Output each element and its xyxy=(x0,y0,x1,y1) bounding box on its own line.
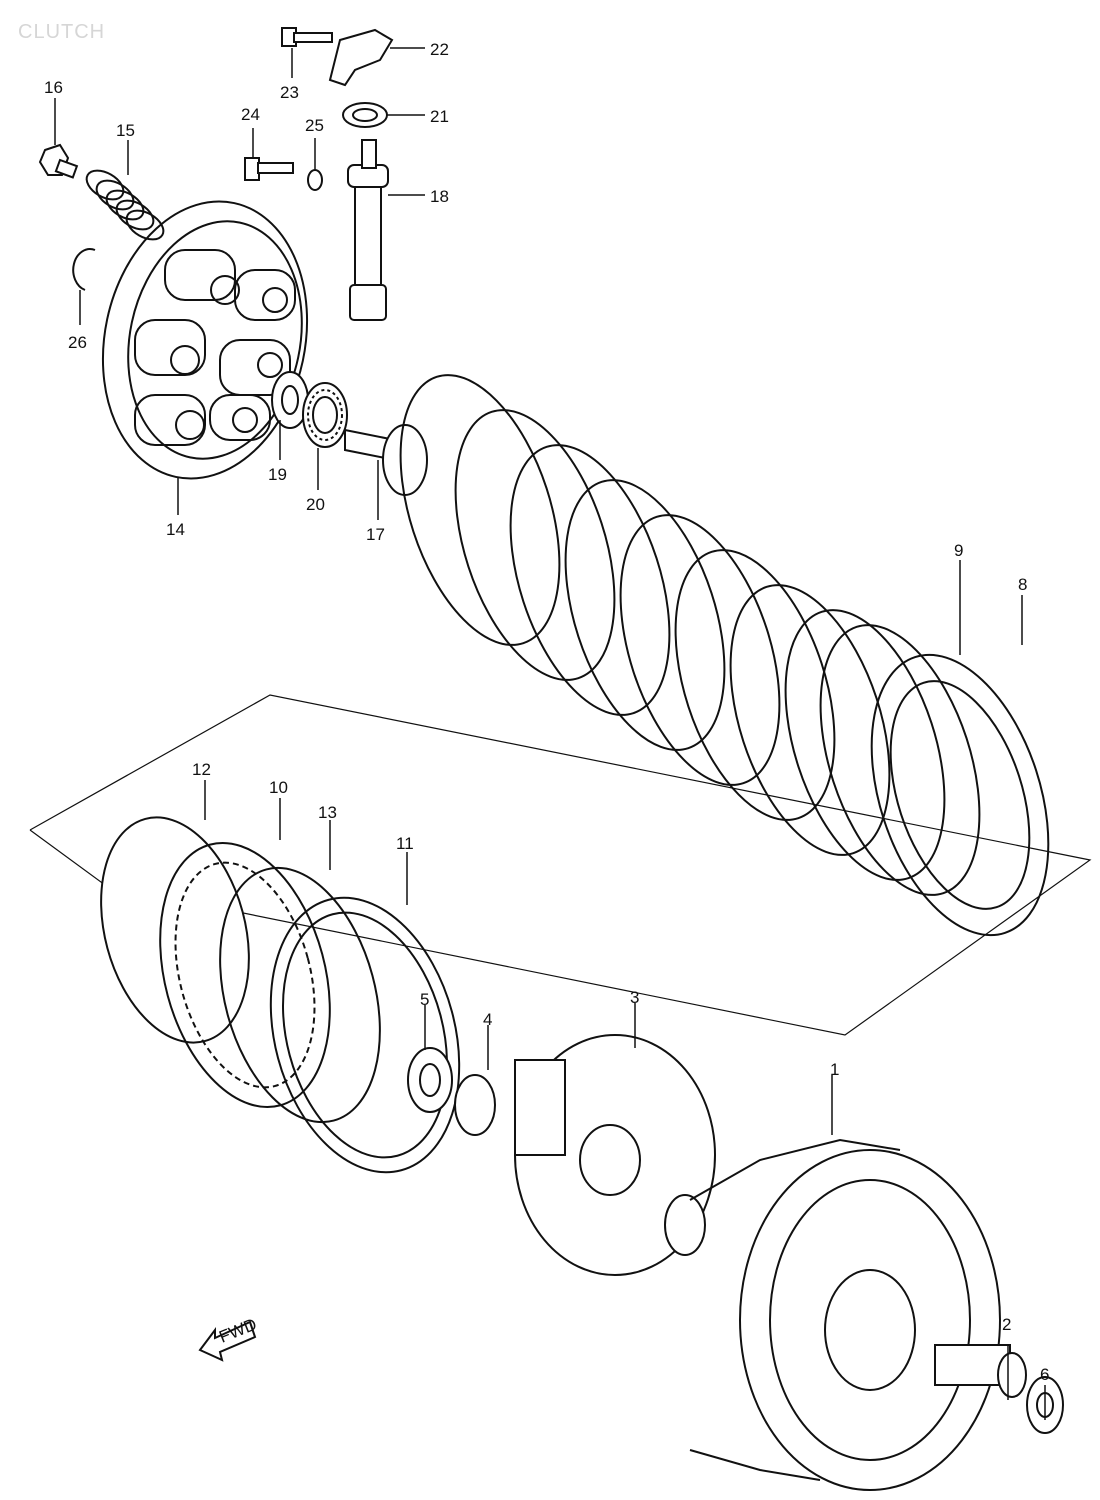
oil-seal xyxy=(342,102,388,128)
callout-2: 2 xyxy=(1002,1315,1011,1334)
callout-19: 19 xyxy=(268,465,287,484)
pressure-plate xyxy=(101,200,309,480)
callout-26: 26 xyxy=(68,333,87,352)
thrust-washer xyxy=(664,1194,706,1256)
clutch-sleeve-hub xyxy=(514,1034,716,1276)
callout-5: 5 xyxy=(420,990,429,1009)
release-shaft xyxy=(347,139,389,321)
callout-3: 3 xyxy=(630,988,639,1007)
callout-1: 1 xyxy=(830,1060,839,1079)
callout-20: 20 xyxy=(306,495,325,514)
callout-11: 11 xyxy=(396,834,414,853)
clutch-cover-plate xyxy=(100,816,250,1044)
spring-seat-ring xyxy=(269,896,461,1174)
callout-15: 15 xyxy=(116,121,135,140)
callout-23: 23 xyxy=(280,83,299,102)
callout-13: 13 xyxy=(318,803,337,822)
push-piece xyxy=(344,424,428,496)
callout-17: 17 xyxy=(366,525,385,544)
wave-spring xyxy=(219,866,381,1124)
callout-12: 12 xyxy=(192,760,211,779)
spring-bolt xyxy=(38,143,79,179)
housing-spacer xyxy=(934,1344,1027,1398)
callout-18: 18 xyxy=(430,187,449,206)
callout-9: 9 xyxy=(954,541,963,560)
circlip xyxy=(72,248,96,291)
leader-lines xyxy=(54,47,1046,1420)
callout-10: 10 xyxy=(269,778,288,797)
arm-bolt xyxy=(281,27,333,47)
callout-14: 14 xyxy=(166,520,185,539)
section-watermark: CLUTCH xyxy=(18,21,105,43)
callout-25: 25 xyxy=(305,116,324,135)
lock-washer-star xyxy=(454,1074,496,1136)
guide-screw xyxy=(244,157,294,181)
plate-set-box xyxy=(29,694,1092,1036)
callout-24: 24 xyxy=(241,105,260,124)
callout-6: 6 xyxy=(1040,1365,1049,1384)
callout-16: 16 xyxy=(44,78,63,97)
clutch-housing xyxy=(689,1138,1001,1491)
lock-washer xyxy=(307,169,323,191)
release-bearing xyxy=(302,382,348,448)
clutch-plate-stack xyxy=(399,374,1050,937)
callout-22: 22 xyxy=(430,40,449,59)
callout-8: 8 xyxy=(1018,575,1027,594)
clutch-spring xyxy=(85,169,165,241)
release-arm xyxy=(328,28,394,87)
callout-21: 21 xyxy=(430,107,449,126)
callout-numbers: 1 2 3 4 5 6 8 9 10 11 12 13 14 15 16 17 … xyxy=(44,40,1049,1384)
callout-4: 4 xyxy=(483,1010,492,1029)
hub-nut xyxy=(407,1047,453,1113)
front-direction-arrow: FWD xyxy=(198,1315,259,1362)
